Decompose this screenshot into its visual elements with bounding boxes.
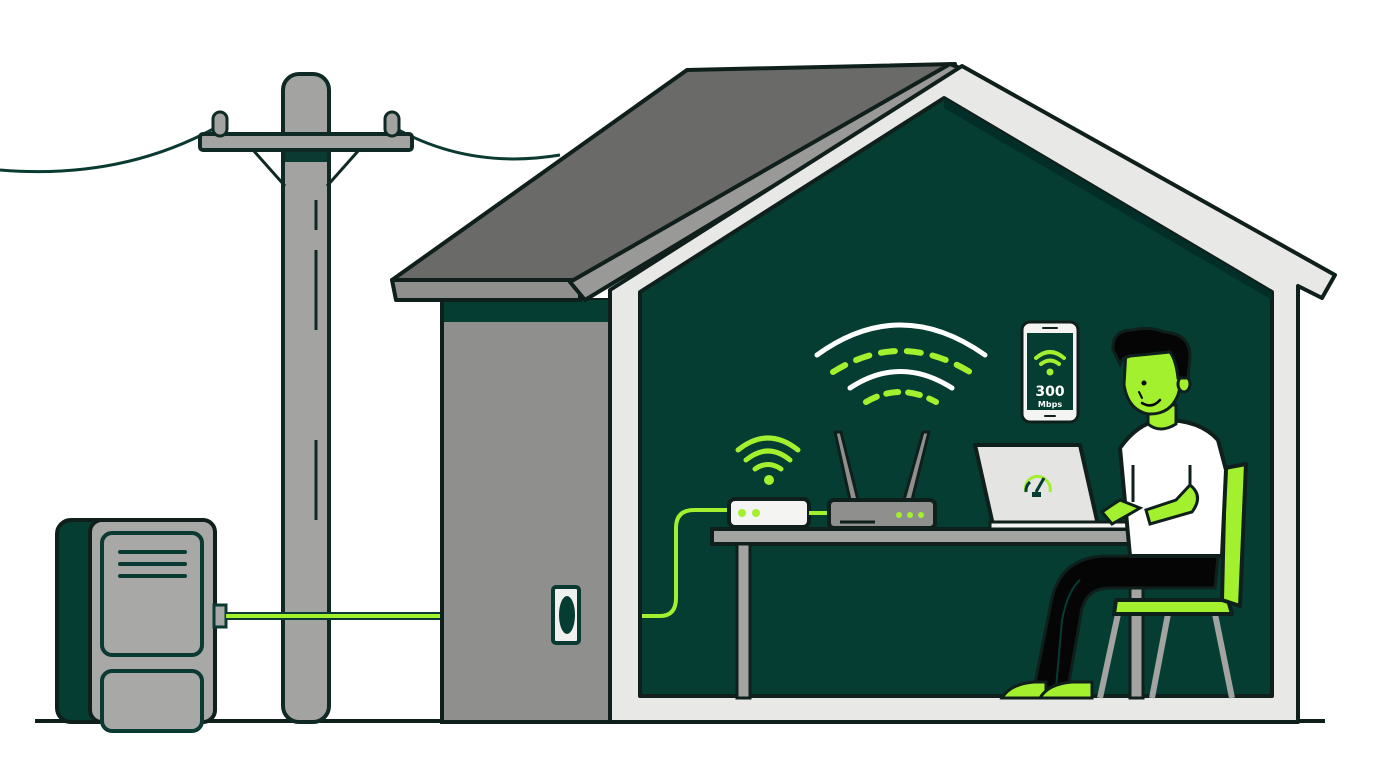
fiber-cable-indoor [642, 508, 732, 618]
utility-cabinet [55, 518, 228, 733]
house-side-wall [440, 298, 612, 724]
person [999, 326, 1228, 700]
router [827, 430, 937, 530]
wifi-icon [735, 435, 801, 472]
laptop [973, 443, 1150, 531]
wall-outlet [551, 585, 581, 645]
utility-pole [198, 72, 414, 724]
speedometer-icon [1023, 474, 1052, 497]
wifi-icon [1034, 350, 1066, 366]
phone-speed-value: 300 [1035, 384, 1064, 400]
power-wire-left [0, 126, 216, 174]
power-wire-right [394, 126, 561, 161]
wifi-signal-arcs-icon [814, 322, 988, 405]
phone-speed-unit: Mbps [1038, 400, 1062, 409]
smartphone: 300 Mbps [1020, 320, 1080, 424]
